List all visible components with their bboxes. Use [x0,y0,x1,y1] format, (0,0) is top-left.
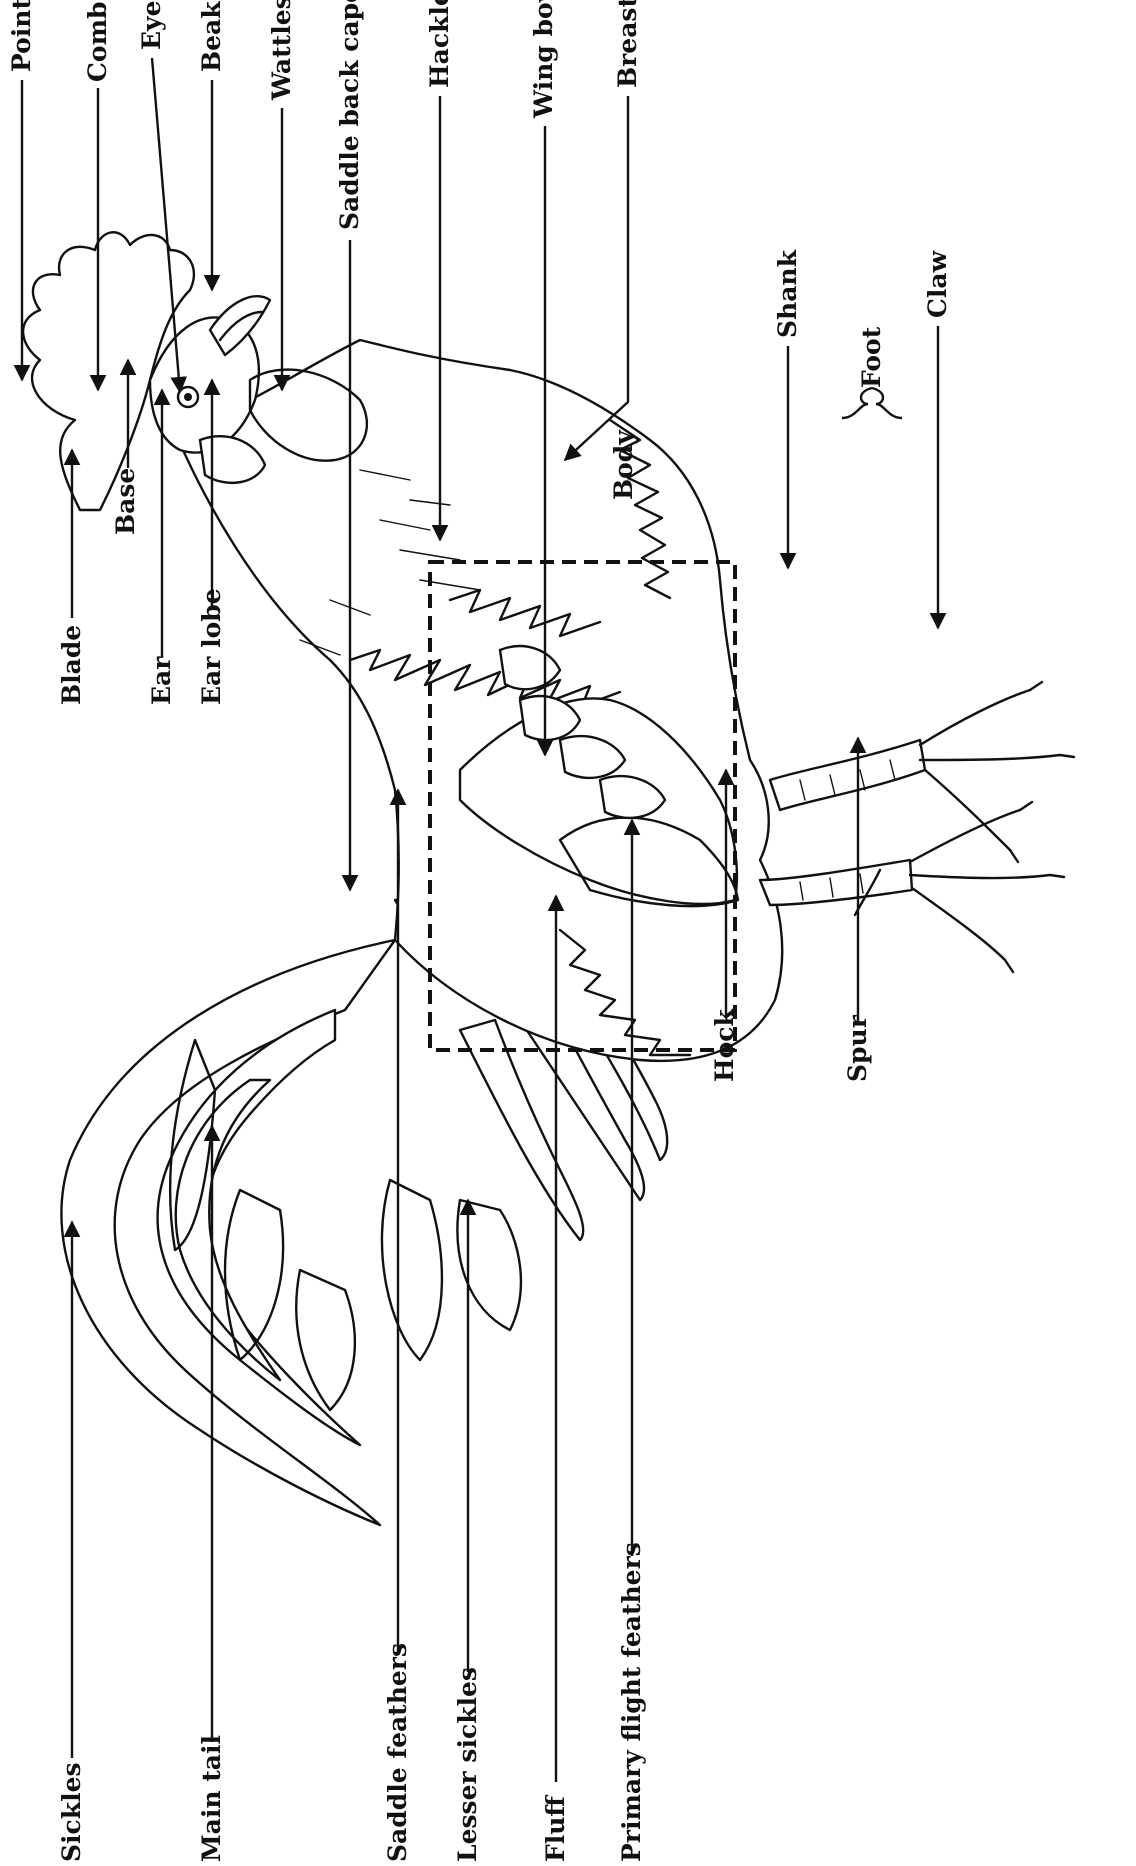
label-primary-flight-feathers-text: Primary flight feathers [617,1542,646,1862]
label-main-tail-text: Main tail [197,1735,226,1862]
label-sickles: Sickles [57,1222,86,1862]
label-eye-text: Eye [137,1,166,51]
label-body: Body [609,429,638,500]
label-wattles: Wattles [267,0,296,390]
label-shank: Shank [773,249,802,568]
label-wing-bow-text: Wing bow [529,0,558,119]
rooster-illustration [23,232,1074,1525]
rooster-legs [760,682,1074,972]
label-beak: Beak [197,1,226,290]
label-wattles-text: Wattles [267,0,296,101]
label-sickles-text: Sickles [57,1762,86,1862]
label-blade-text: Blade [57,625,86,705]
label-saddle-back-cape-text: Saddle back cape [335,0,364,230]
label-hackle-text: Hackle [425,0,454,88]
label-shank-text: Shank [773,249,802,338]
label-claw: Claw [923,249,952,628]
label-saddle-feathers-text: Saddle feathers [383,1643,412,1862]
label-comb-text: Comb [83,1,112,82]
label-body-text: Body [609,429,638,500]
label-fluff-text: Fluff [541,1795,570,1862]
label-point-text: Point [7,0,36,72]
label-foot: Foot [842,326,902,418]
foot-brace [842,388,902,418]
label-ear-text: Ear [147,656,176,705]
label-hock-text: Hock [710,1008,739,1082]
label-beak-text: Beak [197,1,226,72]
label-breast: Breast [565,0,642,460]
label-foot-text: Foot [857,326,886,388]
label-breast-text: Breast [613,0,642,88]
label-spur-text: Spur [843,1014,872,1082]
label-lesser-sickles: Lesser sickles [453,1200,482,1862]
label-lesser-sickles-text: Lesser sickles [453,1667,482,1862]
label-claw-text: Claw [923,249,952,318]
label-base-text: Base [111,468,140,535]
